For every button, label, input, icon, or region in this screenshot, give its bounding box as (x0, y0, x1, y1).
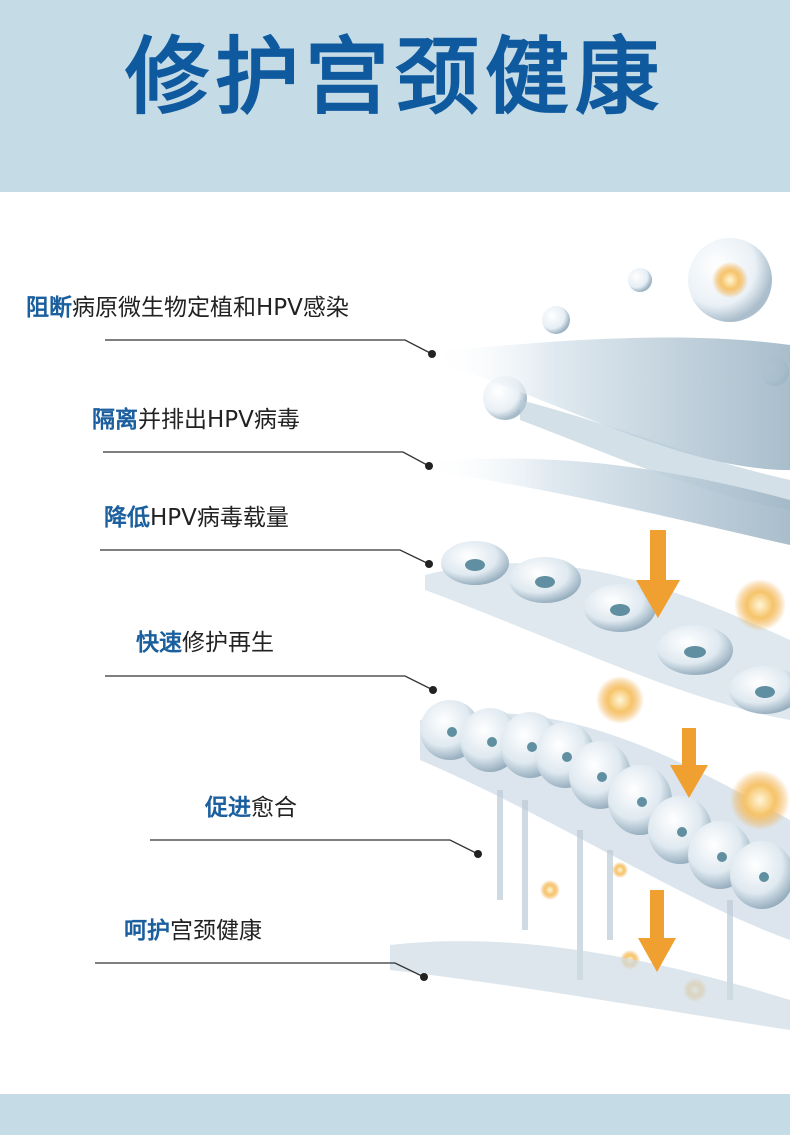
mucus-layer (430, 337, 790, 470)
feature-text: 并排出HPV病毒 (138, 407, 300, 433)
feature-label-isolate: 隔离并排出HPV病毒 (92, 405, 300, 435)
leader-dot (425, 560, 433, 568)
leader-dot (429, 686, 437, 694)
base-layer (390, 941, 790, 1030)
feature-text: 修护再生 (182, 630, 274, 656)
feature-highlight: 降低 (104, 505, 150, 531)
feature-text: 愈合 (251, 795, 297, 821)
leader-dot (420, 973, 428, 981)
feature-highlight: 促进 (205, 795, 251, 821)
footer-banner (0, 1094, 790, 1135)
barrier-layer (425, 458, 790, 545)
feature-label-reduce: 降低HPV病毒载量 (104, 503, 289, 533)
feature-highlight: 快速 (136, 630, 182, 656)
feature-label-care: 呵护宫颈健康 (124, 916, 262, 946)
down-arrow-icon (636, 530, 708, 972)
feature-label-block: 阻断病原微生物定植和HPV感染 (26, 293, 349, 323)
leader-dot (474, 850, 482, 858)
feature-highlight: 隔离 (92, 407, 138, 433)
leader-lines (95, 339, 479, 978)
cell-row-bottom (420, 676, 790, 940)
feature-text: HPV病毒载量 (150, 505, 289, 531)
feature-text: 病原微生物定植和HPV感染 (72, 295, 349, 321)
feature-highlight: 呵护 (124, 918, 170, 944)
feature-text: 宫颈健康 (170, 918, 262, 944)
leader-dot (428, 350, 436, 358)
feature-label-repair: 快速修护再生 (136, 628, 274, 658)
leader-dot (425, 462, 433, 470)
header-banner (0, 0, 790, 192)
page-title: 修护宫颈健康 (124, 28, 665, 126)
cell-row-top (425, 541, 790, 720)
feature-label-heal: 促进愈合 (205, 793, 297, 823)
feature-highlight: 阻断 (26, 295, 72, 321)
